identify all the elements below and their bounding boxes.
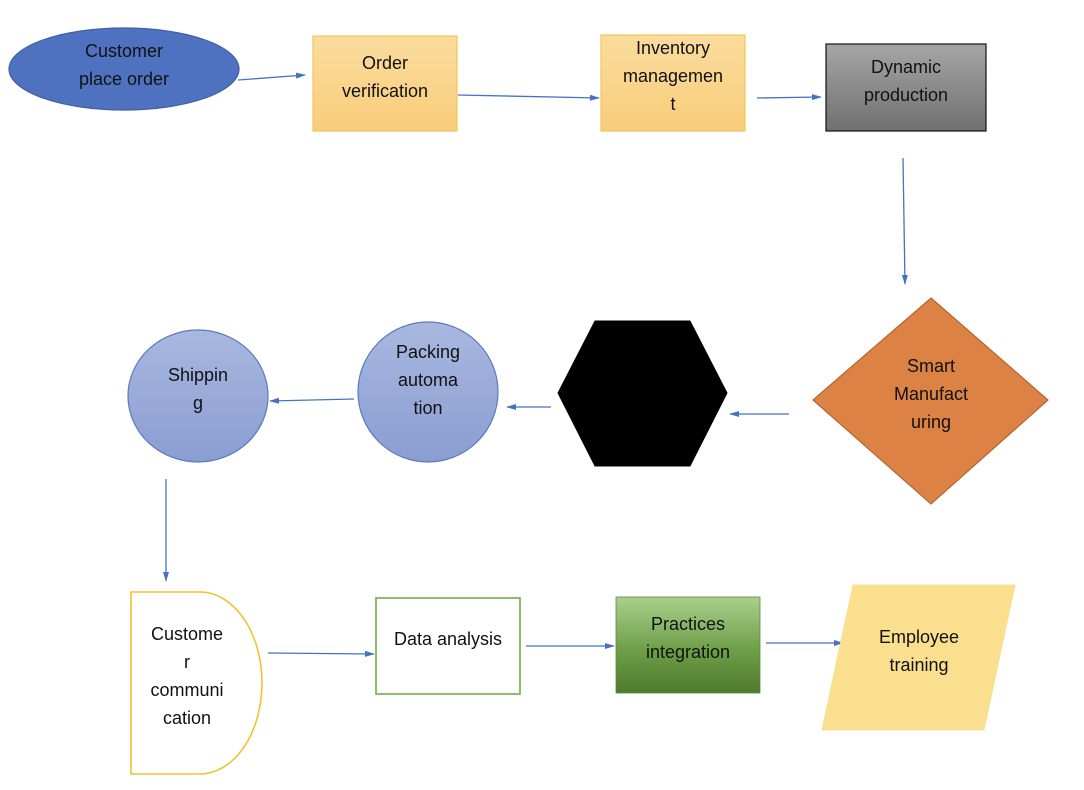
- edge-inventory-to-dynamic: [756, 94, 822, 101]
- node-practices-integration-shape[interactable]: [615, 596, 761, 694]
- node-inventory-management-shape[interactable]: [600, 34, 746, 132]
- edge-communication-to-data: [267, 650, 375, 657]
- node-smart-manufacturing-shape[interactable]: [812, 297, 1049, 505]
- node-packing-automation-shape[interactable]: [357, 321, 499, 463]
- edge-verification-to-inventory: [457, 94, 600, 101]
- node-hexagon-step-shape[interactable]: [557, 320, 728, 467]
- node-customer-place-order-shape[interactable]: [8, 27, 240, 111]
- node-data-analysis-shape[interactable]: [375, 597, 521, 695]
- node-dynamic-production-shape[interactable]: [825, 43, 987, 132]
- node-employee-training-shape[interactable]: [821, 584, 1016, 731]
- node-customer-communication-shape[interactable]: [130, 591, 263, 775]
- node-order-verification-shape[interactable]: [312, 35, 458, 132]
- edge-order-to-verification: [237, 72, 306, 81]
- node-shipping-shape[interactable]: [127, 329, 269, 463]
- edge-packing-to-shipping: [269, 397, 355, 404]
- edge-dynamic-to-smart: [901, 157, 908, 285]
